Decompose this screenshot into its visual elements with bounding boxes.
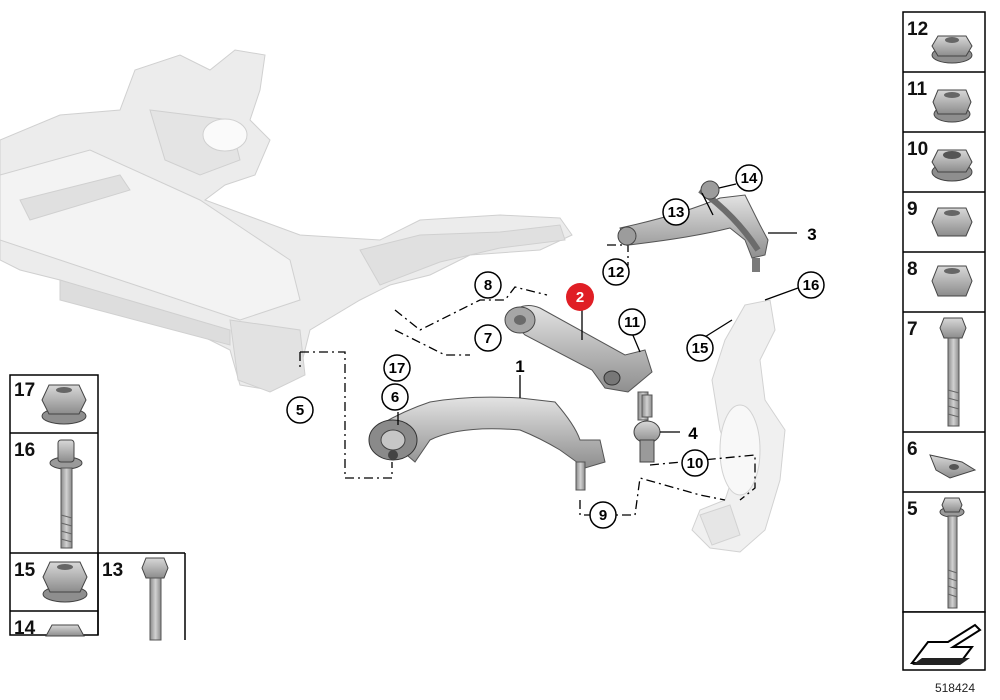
lower-wishbone [368,396,606,491]
svg-text:17: 17 [389,360,406,377]
callout-11: 11 [618,308,646,336]
tile-12: 12 [907,19,973,64]
front-subframe [0,49,573,393]
tile-17: 17 [14,380,87,425]
callout-7: 7 [474,324,502,352]
svg-text:15: 15 [692,340,709,357]
hex-bolt-icon [141,557,169,641]
collar-nut-icon [931,149,973,182]
washer-clip-icon [929,454,977,479]
svg-text:14: 14 [14,618,36,639]
svg-text:15: 15 [14,560,36,581]
svg-text:12: 12 [907,19,928,40]
tile-8: 8 [907,259,973,297]
svg-text:10: 10 [687,455,704,472]
callout-16: 16 [797,271,825,299]
svg-text:13: 13 [102,560,123,581]
svg-text:1: 1 [515,357,524,376]
steering-knuckle [691,299,786,553]
upper-wishbone [617,180,769,272]
callout-1: 1 [515,357,524,376]
tile-14: 14 [14,618,85,639]
svg-text:9: 9 [599,507,607,524]
svg-text:5: 5 [907,499,918,520]
callout-4: 4 [688,424,698,443]
svg-text:16: 16 [803,277,820,294]
callout-10: 10 [681,449,709,477]
svg-text:4: 4 [688,424,698,443]
lock-nut-icon [932,89,972,123]
callout-8: 8 [474,271,502,299]
svg-text:13: 13 [668,204,685,221]
flange-nut-icon [45,624,85,637]
svg-text:6: 6 [391,389,399,406]
svg-text:11: 11 [907,79,928,100]
flange-nut-icon [42,561,88,603]
hex-bolt-icon [939,317,967,427]
svg-text:14: 14 [741,170,758,187]
tile-15: 15 [14,560,88,603]
svg-text:10: 10 [907,139,928,160]
callout-17: 17 [383,354,411,382]
svg-text:2: 2 [576,289,584,306]
svg-text:5: 5 [296,402,304,419]
callout-12: 12 [602,258,630,286]
svg-text:7: 7 [484,330,492,347]
svg-text:8: 8 [484,277,492,294]
callout-3: 3 [807,225,816,244]
tension-strut-arm [504,305,653,421]
svg-text:8: 8 [907,259,918,280]
svg-text:16: 16 [14,440,35,461]
svg-text:17: 17 [14,380,35,401]
tile-5: 5 [907,497,965,609]
tile-13: 13 [102,557,169,641]
reference-number: 518424 [935,681,975,695]
svg-text:12: 12 [608,264,625,281]
flange-bolt-icon [939,497,965,609]
svg-text:7: 7 [907,319,918,340]
tile-10: 10 [907,139,973,182]
direction-arrow-icon [902,611,986,671]
torx-bolt-icon [49,439,83,549]
callout-2-highlight: 2 [566,283,594,311]
svg-text:11: 11 [624,314,640,331]
svg-text:3: 3 [807,225,816,244]
hex-nut-icon [931,265,973,297]
left-parts-panel: 17 16 15 [9,374,186,641]
flange-nut-icon [931,35,973,64]
callout-13: 13 [662,198,690,226]
hex-nut-icon [931,207,973,237]
svg-text:6: 6 [907,439,918,460]
flange-nut-icon [41,384,87,425]
callout-5: 5 [286,396,314,424]
callout-6: 6 [381,383,409,411]
tile-6: 6 [907,439,977,479]
tile-16: 16 [14,439,83,549]
tile-11: 11 [907,79,972,123]
tile-7: 7 [907,317,967,427]
svg-text:9: 9 [907,199,918,220]
callout-14: 14 [735,164,763,192]
callout-9: 9 [589,501,617,529]
right-parts-panel: 12 11 10 9 [902,11,986,671]
tile-9: 9 [907,199,973,237]
callout-15: 15 [686,334,714,362]
